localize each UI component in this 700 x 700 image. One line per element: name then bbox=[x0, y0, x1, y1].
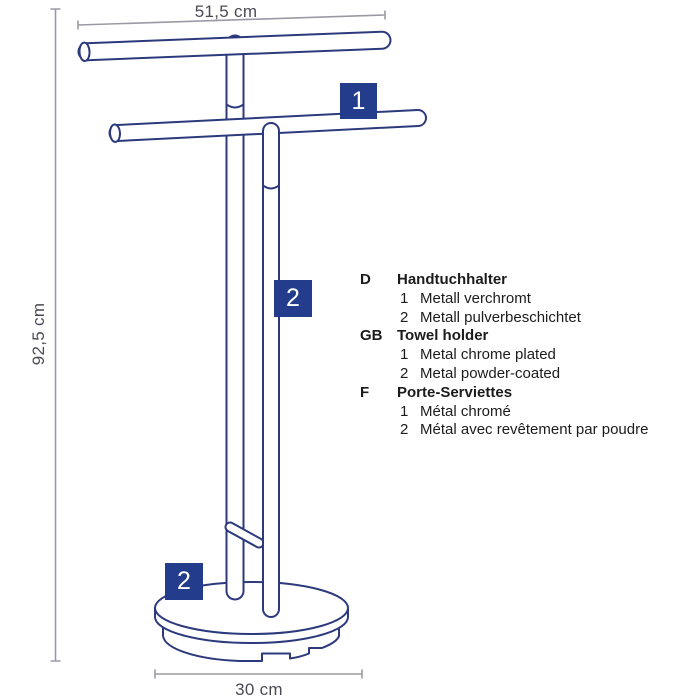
top-towel-bar bbox=[77, 30, 392, 62]
legend-item-text: Metal powder-coated bbox=[420, 364, 561, 382]
dimension-lines bbox=[50, 8, 386, 679]
legend-language-code: GB bbox=[360, 327, 383, 345]
top-bar-end-cap bbox=[78, 41, 91, 62]
legend-item-number: 1 bbox=[400, 289, 409, 307]
legend-language-code: F bbox=[360, 383, 370, 401]
legend-item-text: Métal avec revêtement par poudre bbox=[420, 421, 649, 439]
height-dimension-label: 92,5 cm bbox=[29, 302, 48, 366]
material-marker-2-base: 2 bbox=[165, 563, 203, 600]
material-legend: D Handtuchhalter 1 Metall verchromt 2 Me… bbox=[360, 271, 648, 440]
width-dimension-label: 51,5 cm bbox=[194, 2, 258, 21]
legend-item-number: 2 bbox=[400, 421, 409, 439]
material-marker-1: 1 bbox=[340, 83, 377, 119]
height-dimension-ticks bbox=[50, 8, 61, 662]
base-dimension-label: 30 cm bbox=[235, 680, 283, 699]
legend-item-text: Metall pulverbeschichtet bbox=[420, 308, 581, 326]
second-bar-end-cap bbox=[108, 123, 122, 143]
crossbar bbox=[224, 521, 265, 549]
legend-section-header: GB Towel holder bbox=[360, 327, 648, 346]
legend-item-number: 1 bbox=[400, 346, 409, 364]
legend-item: 2 Metal powder-coated bbox=[360, 365, 648, 384]
front-pole bbox=[261, 122, 281, 618]
legend-item-text: Metal chrome plated bbox=[420, 346, 556, 364]
legend-section-header: F Porte-Serviettes bbox=[360, 384, 648, 403]
legend-item-number: 1 bbox=[400, 402, 409, 420]
legend-item: 1 Métal chromé bbox=[360, 403, 648, 422]
rear-pole-joint bbox=[225, 103, 245, 109]
legend-item: 1 Metal chrome plated bbox=[360, 346, 648, 365]
legend-item-number: 2 bbox=[400, 308, 409, 326]
legend-section-header: D Handtuchhalter bbox=[360, 271, 648, 290]
legend-language-code: D bbox=[360, 271, 371, 288]
legend-item-text: Métal chromé bbox=[420, 402, 511, 420]
base-top-surface bbox=[154, 581, 349, 635]
legend-item: 1 Metall verchromt bbox=[360, 290, 648, 309]
legend-title: Porte-Serviettes bbox=[397, 383, 513, 401]
legend-item: 2 Métal avec revêtement par poudre bbox=[360, 421, 648, 440]
legend-item-text: Metall verchromt bbox=[420, 289, 531, 307]
legend-item-number: 2 bbox=[400, 364, 409, 382]
width-dimension-line bbox=[77, 14, 386, 26]
material-marker-2-pole: 2 bbox=[274, 280, 312, 317]
legend-item: 2 Metall pulverbeschichtet bbox=[360, 309, 648, 328]
legend-title: Handtuchhalter bbox=[397, 271, 508, 288]
legend-title: Towel holder bbox=[397, 327, 489, 345]
base-dimension-ticks bbox=[154, 669, 363, 679]
front-pole-joint bbox=[261, 184, 281, 190]
width-dimension-ticks bbox=[77, 10, 386, 30]
